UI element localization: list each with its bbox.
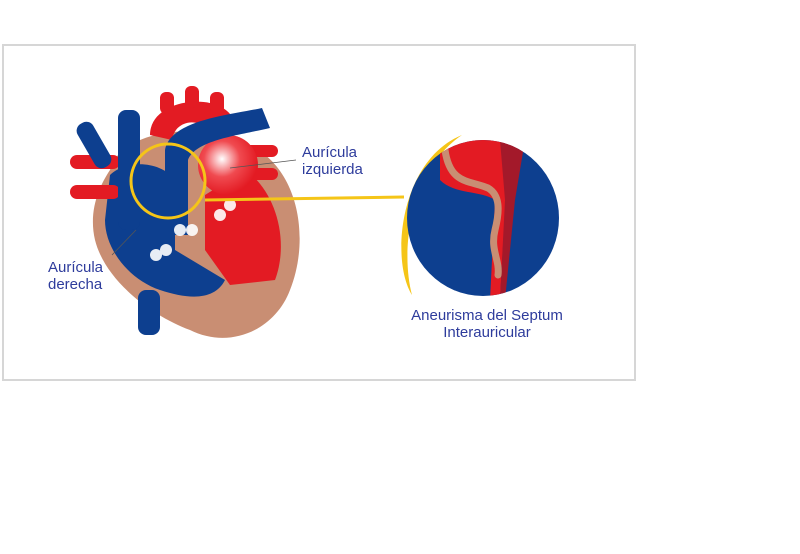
highlight-circle (129, 142, 207, 220)
caption-line: Interauricular (443, 324, 531, 341)
zoom-caption: Aneurisma del Septum Interauricular (387, 307, 587, 341)
vena-cava (76, 110, 160, 335)
label-line: derecha (48, 276, 103, 293)
caption-line: Aneurisma del Septum (411, 307, 563, 324)
pointer-right-atrium (111, 229, 137, 256)
zoom-view (407, 140, 559, 296)
label-line: Aurícula (302, 144, 358, 161)
label-left-atrium: Aurícula izquierda (302, 144, 363, 178)
left-atrium (198, 135, 258, 195)
label-right-atrium: Aurícula derecha (48, 259, 103, 293)
septum-aneurysm (441, 146, 502, 279)
label-line: Aurícula (48, 259, 104, 276)
zoom-arc (401, 135, 462, 295)
valves (150, 199, 236, 261)
pulmonary-artery (165, 108, 270, 235)
pointer-left-atrium (229, 159, 297, 169)
connector-line (204, 195, 405, 202)
label-line: izquierda (302, 161, 363, 178)
